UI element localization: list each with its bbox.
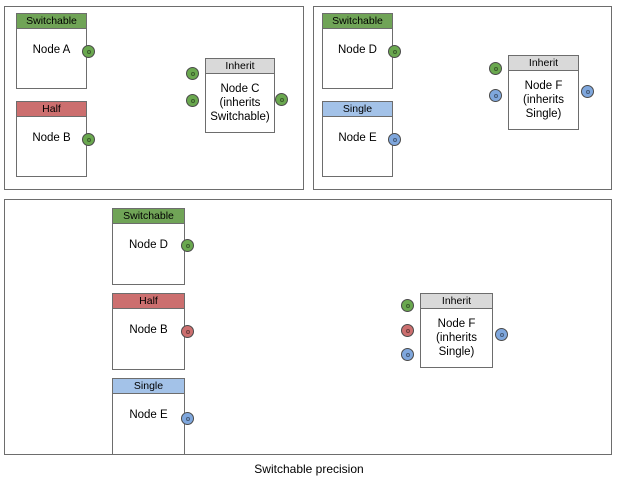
port-node-f-out[interactable] [581, 85, 594, 98]
node-c-header: Inherit [206, 59, 274, 74]
diagram-caption: Switchable precision [254, 462, 364, 476]
node-c[interactable]: Inherit Node C (inherits Switchable) [205, 58, 275, 133]
node-e-top-header: Single [323, 102, 392, 117]
node-b-bottom-body: Node B [129, 324, 168, 336]
node-b-top-header: Half [17, 102, 86, 117]
node-f-bottom-header: Inherit [421, 294, 492, 309]
port-node-b-out[interactable] [82, 133, 95, 146]
port-node-c-in-2[interactable] [186, 94, 199, 107]
node-d-bottom-body: Node D [129, 239, 168, 251]
node-b-bottom[interactable]: Half Node B [112, 293, 185, 370]
port-node-f-bottom-in-3[interactable] [401, 348, 414, 361]
node-b-top-body: Node B [32, 132, 71, 144]
node-d-top[interactable]: Switchable Node D [322, 13, 393, 89]
panel-bottom [4, 199, 612, 455]
node-f-top-body: Node F (inherits Single) [523, 80, 564, 120]
port-node-e-bottom-out[interactable] [181, 412, 194, 425]
port-node-f-in-1[interactable] [489, 62, 502, 75]
node-f-bottom[interactable]: Inherit Node F (inherits Single) [420, 293, 493, 368]
node-a-header: Switchable [17, 14, 86, 29]
node-d-bottom-header: Switchable [113, 209, 184, 224]
node-e-top-body: Node E [338, 132, 377, 144]
node-d-bottom[interactable]: Switchable Node D [112, 208, 185, 285]
port-node-f-bottom-in-1[interactable] [401, 299, 414, 312]
port-node-c-in-1[interactable] [186, 67, 199, 80]
port-node-d-out[interactable] [388, 45, 401, 58]
port-node-a-out[interactable] [82, 45, 95, 58]
node-f-top-header: Inherit [509, 56, 578, 71]
node-a-body: Node A [32, 44, 71, 56]
port-node-e-out[interactable] [388, 133, 401, 146]
node-e-bottom-body: Node E [129, 409, 168, 421]
port-node-c-out[interactable] [275, 93, 288, 106]
node-e-top[interactable]: Single Node E [322, 101, 393, 177]
node-d-top-body: Node D [338, 44, 377, 56]
node-e-bottom[interactable]: Single Node E [112, 378, 185, 455]
port-node-f-in-2[interactable] [489, 89, 502, 102]
node-a[interactable]: Switchable Node A [16, 13, 87, 89]
node-e-bottom-header: Single [113, 379, 184, 394]
node-b-bottom-header: Half [113, 294, 184, 309]
node-f-top[interactable]: Inherit Node F (inherits Single) [508, 55, 579, 130]
node-b-top[interactable]: Half Node B [16, 101, 87, 177]
port-node-f-bottom-out[interactable] [495, 328, 508, 341]
node-c-body: Node C (inherits Switchable) [210, 83, 270, 123]
node-f-bottom-body: Node F (inherits Single) [436, 318, 477, 358]
node-d-top-header: Switchable [323, 14, 392, 29]
port-node-f-bottom-in-2[interactable] [401, 324, 414, 337]
port-node-d-bottom-out[interactable] [181, 239, 194, 252]
port-node-b-bottom-out[interactable] [181, 325, 194, 338]
